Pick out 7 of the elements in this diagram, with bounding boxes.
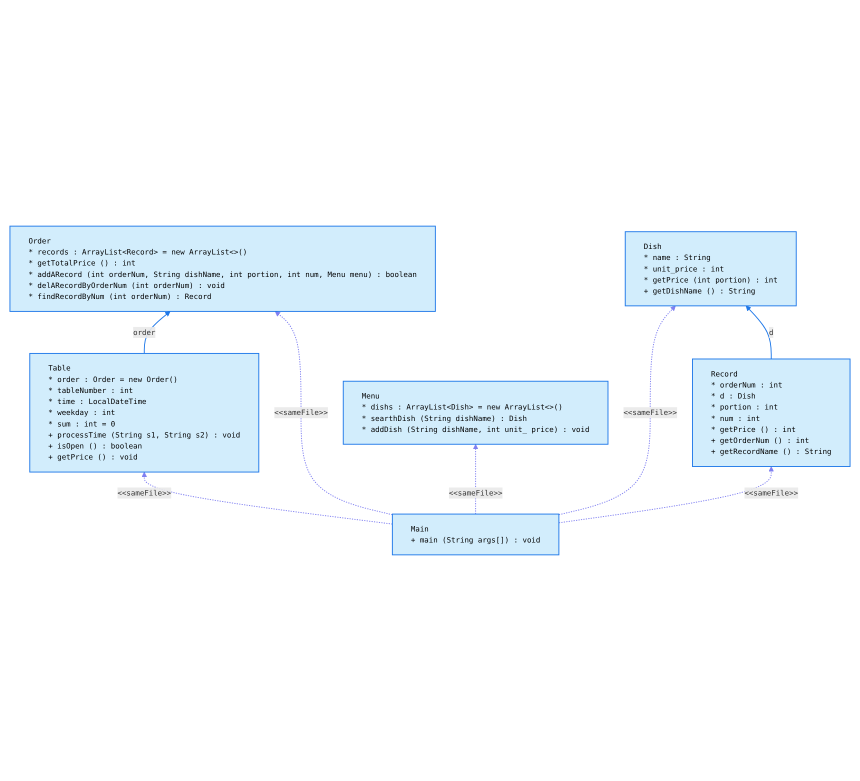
- arrow: [274, 311, 393, 516]
- arrow: [558, 466, 774, 524]
- arrow: [472, 444, 478, 515]
- arrow: [144, 311, 170, 354]
- arrow: [746, 306, 772, 360]
- arrow: [142, 472, 393, 525]
- arrow: [558, 306, 676, 516]
